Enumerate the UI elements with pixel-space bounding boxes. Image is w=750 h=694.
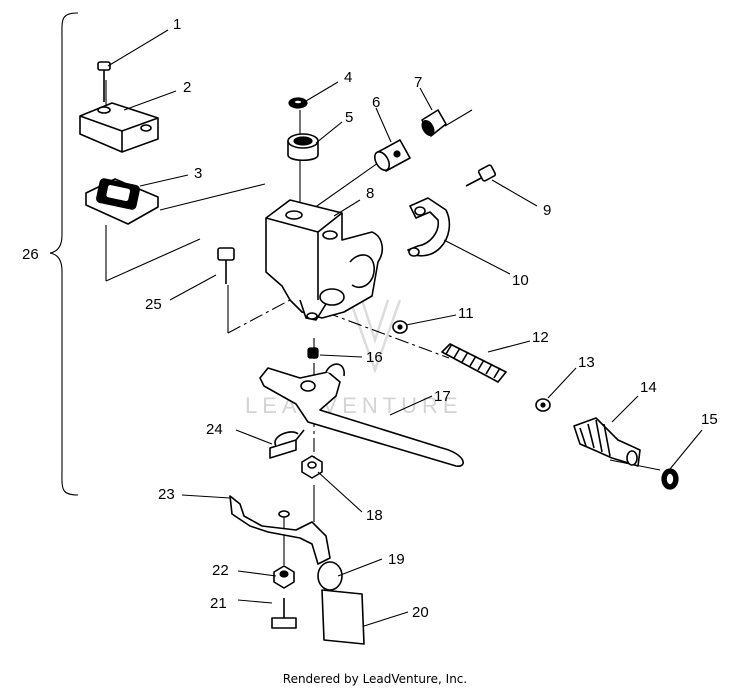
label-2: 2	[183, 79, 191, 96]
part-15-o-ring	[661, 468, 679, 490]
label-6: 6	[372, 94, 380, 111]
watermark-text: LEADVENTURE	[245, 393, 463, 418]
part-10-clamp	[407, 197, 451, 257]
label-25: 25	[145, 296, 162, 313]
part-21-bolt	[271, 598, 297, 629]
part-number-labels: 1 2 3 4 5 6 7 8 9 10 11 12 13 14 15 16 1…	[22, 16, 718, 621]
part-12-spring	[441, 343, 507, 383]
part-25-pivot-bolt	[217, 247, 235, 284]
part-17-brake-lever	[259, 363, 464, 467]
part-22-nut	[273, 565, 295, 589]
part-11-washer	[392, 320, 408, 334]
part-14-adjuster	[573, 417, 641, 467]
label-23: 23	[158, 486, 175, 503]
label-13: 13	[578, 354, 595, 371]
label-11: 11	[458, 305, 474, 322]
watermark: LEADVENTURE	[245, 299, 463, 418]
label-16: 16	[366, 349, 383, 366]
part-2-reservoir-cover	[79, 102, 159, 153]
assembly-brace	[49, 12, 79, 496]
assembly-axes	[105, 80, 661, 565]
part-8-master-cylinder-body	[265, 199, 384, 321]
part-7-boot	[421, 109, 447, 137]
label-21: 21	[210, 595, 227, 612]
part-4-washer	[288, 97, 308, 109]
label-18: 18	[366, 507, 383, 524]
part-6-plunger	[373, 139, 411, 172]
label-3: 3	[194, 165, 202, 182]
label-14: 14	[640, 379, 657, 396]
label-4: 4	[344, 69, 352, 86]
footer-credit: Rendered by LeadVenture, Inc.	[282, 672, 468, 686]
part-18-nut	[301, 455, 323, 479]
label-10: 10	[512, 272, 529, 289]
label-22: 22	[212, 562, 229, 579]
part-9-clamp-bolt	[465, 164, 497, 187]
part-23-bracket	[229, 495, 331, 565]
part-13-washer	[535, 398, 551, 412]
label-15: 15	[701, 411, 718, 428]
part-3-diaphragm	[85, 178, 159, 225]
label-9: 9	[543, 202, 551, 219]
watermark-logo-icon	[348, 299, 402, 374]
leader-lines	[107, 29, 703, 627]
part-24-spring	[269, 429, 305, 459]
part-5-piston-cup	[287, 133, 319, 162]
label-26: 26	[22, 246, 39, 263]
label-24: 24	[206, 421, 223, 438]
label-1: 1	[173, 16, 181, 33]
part-1-screw	[97, 61, 111, 102]
label-19: 19	[388, 551, 405, 568]
label-12: 12	[532, 329, 549, 346]
label-5: 5	[345, 109, 353, 126]
part-20-tag	[321, 589, 365, 645]
label-20: 20	[412, 604, 429, 621]
label-7: 7	[414, 74, 422, 91]
part-16-set-screw	[307, 347, 319, 359]
label-8: 8	[366, 185, 374, 202]
label-17: 17	[434, 388, 451, 405]
